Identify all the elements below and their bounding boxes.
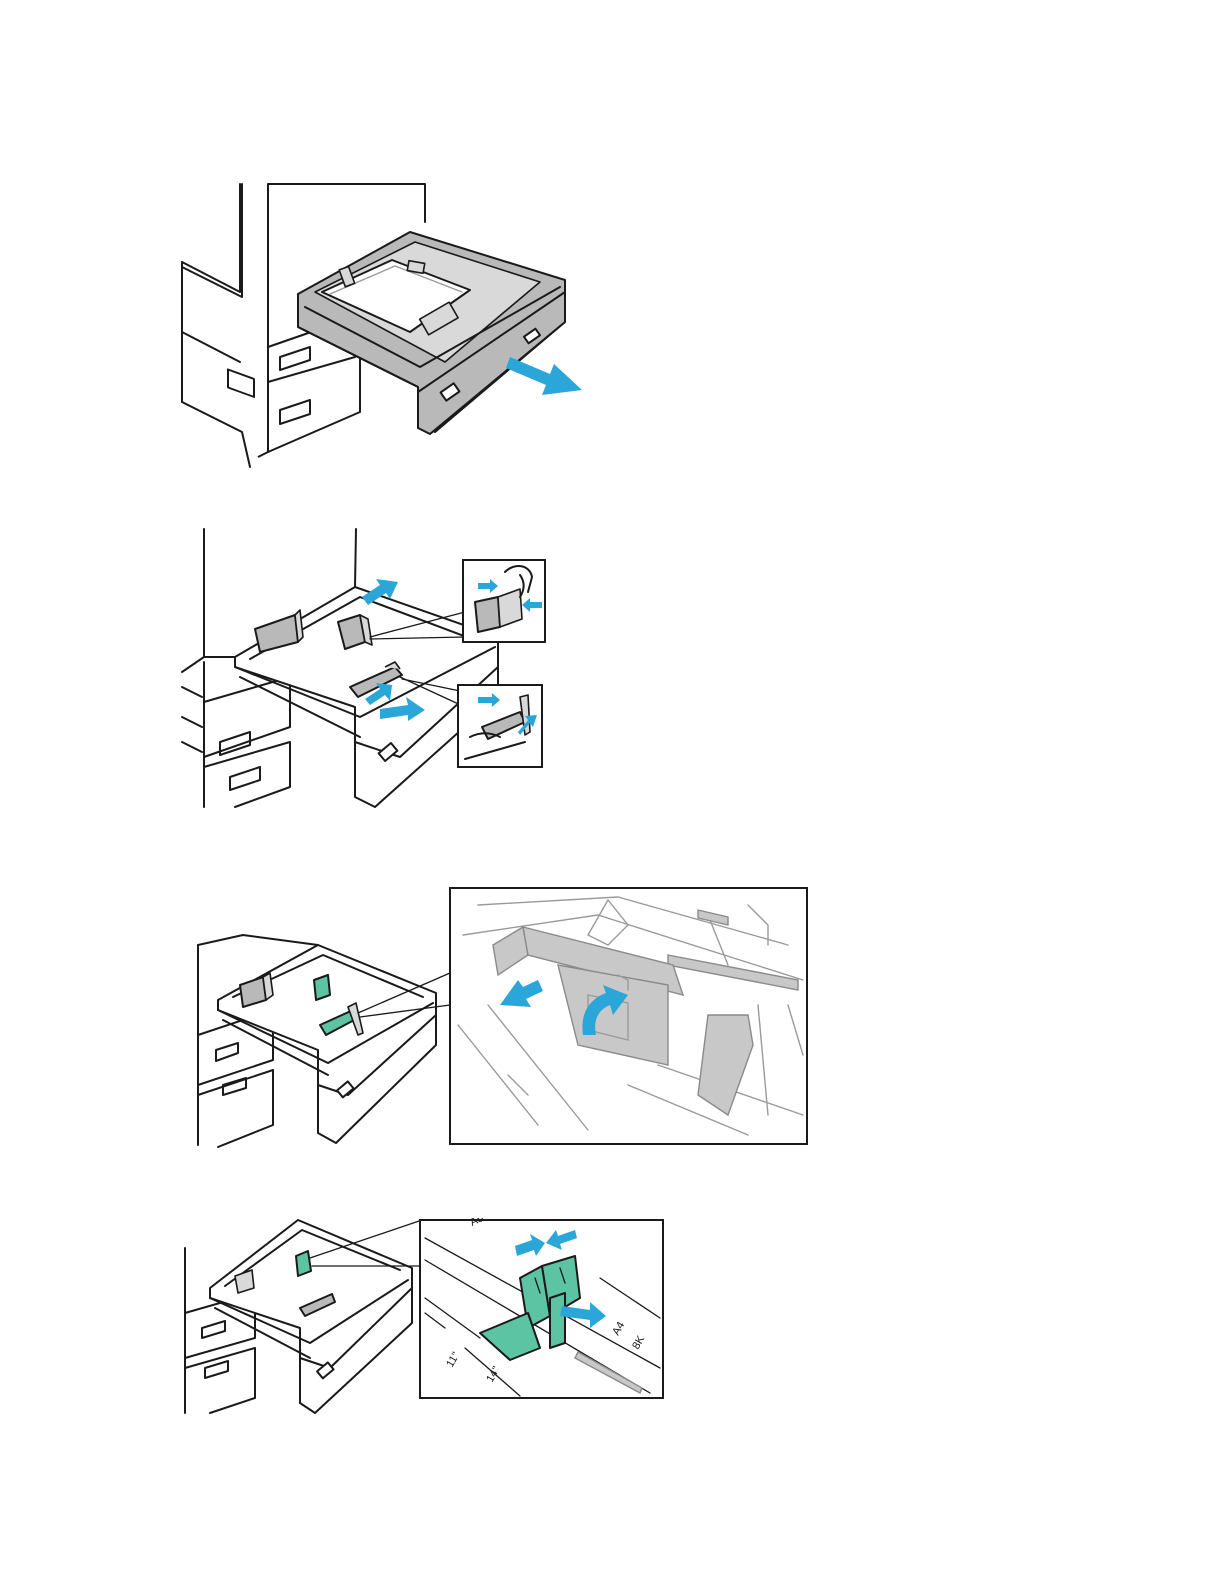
figure-release-guide (188, 885, 813, 1150)
figure-set-length-guide: A5 A4 8K 11" 14" (180, 1218, 668, 1418)
pull-out-arrow-icon (506, 357, 582, 395)
figure-adjust-guides (180, 527, 552, 812)
figure-open-tray (180, 182, 590, 472)
